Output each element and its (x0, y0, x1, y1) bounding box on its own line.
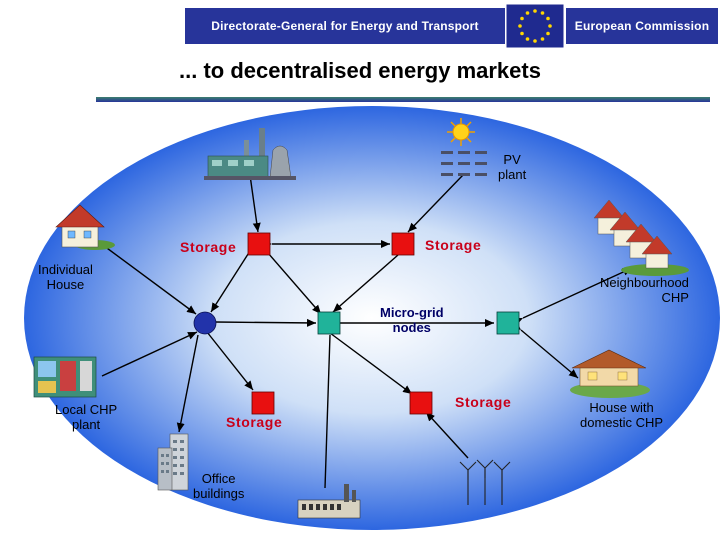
edge-micro-grid-neighbourhood (513, 267, 633, 326)
wind-turbines-icon (459, 459, 511, 505)
edge-house-hub (91, 236, 197, 315)
house-domestic-chp-label: House with domestic CHP (580, 400, 663, 430)
storage-node-bottom-right (409, 391, 433, 415)
office-buildings-label: Office buildings (193, 471, 244, 501)
factory-icon (297, 484, 361, 519)
storage-label-left: Storage (180, 239, 237, 255)
storage-node-right (391, 232, 415, 256)
title-divider (96, 97, 710, 102)
energy-network-diagram (24, 106, 720, 530)
individual-house-line-1: Individual (38, 262, 93, 277)
local-chp-plant-label: Local CHP plant (55, 402, 117, 432)
local-chp-line-1: Local CHP (55, 402, 118, 417)
edge-hub-office (176, 334, 199, 433)
edge-storage-micro-grid (259, 243, 322, 315)
storage-node-left (247, 232, 271, 256)
pv-plant-label: PV plant (498, 152, 526, 182)
office-line-2: buildings (193, 486, 245, 501)
edge-local-chp-hub (101, 331, 198, 377)
neighbourhood-chp-label: Neighbourhood CHP (600, 275, 689, 305)
house-chp-line-1: House with (589, 400, 654, 415)
edge-storage-hub (210, 241, 259, 313)
pv-plant-line-2: plant (498, 167, 527, 182)
edge-hub-storage (198, 322, 254, 391)
local-chp-plant-icon (33, 356, 97, 398)
storage-label-right: Storage (425, 237, 482, 253)
micro-grid-nodes-label: Micro-grid nodes (380, 305, 444, 335)
header-directorate: Directorate-General for Energy and Trans… (185, 8, 505, 44)
edge-storage2-micro-grid (332, 246, 408, 313)
neighbourhood-chp-line-2: CHP (661, 290, 689, 305)
individual-house-icon (55, 204, 115, 250)
storage-label-bottom-right: Storage (455, 394, 512, 410)
edge-micro-grid-house-chp (511, 321, 579, 379)
local-chp-line-2: plant (71, 417, 101, 432)
header-commission: European Commission (566, 8, 718, 44)
office-line-1: Office (201, 471, 236, 486)
micro-grid-line-1: Micro-grid (380, 305, 444, 320)
eu-flag-icon (506, 4, 564, 48)
edge-pv-storage (407, 174, 464, 233)
house-domestic-chp-icon (570, 349, 650, 398)
storage-label-bottom-left: Storage (226, 414, 283, 430)
edge-power-plant-storage (249, 174, 261, 233)
office-buildings-icon (157, 433, 189, 491)
neighbourhood-chp-line-1: Neighbourhood (600, 275, 689, 290)
power-plant-icon (204, 128, 296, 180)
sun-icon (447, 118, 475, 146)
pv-plant-line-1: PV (503, 152, 521, 167)
individual-house-line-2: House (46, 277, 85, 292)
edge-wind-storage (425, 411, 469, 459)
micro-grid-line-2: nodes (392, 320, 431, 335)
page-title: ... to decentralised energy markets (179, 58, 541, 83)
individual-house-label: Individual House (38, 262, 93, 292)
header-left-text: Directorate-General for Energy and Trans… (211, 19, 479, 33)
edge-hub-micro-grid (205, 317, 317, 327)
background-ellipse (24, 106, 720, 530)
micro-grid-node-left (317, 311, 341, 335)
pv-panels-icon (441, 151, 487, 176)
header-right-text: European Commission (574, 19, 710, 33)
micro-grid-node-right (496, 311, 520, 335)
edge-micro-grid-factory (324, 325, 335, 489)
storage-node-bottom-left (251, 391, 275, 415)
hub-node (193, 311, 217, 335)
edge-micro-grid-storage (320, 324, 413, 395)
neighbourhood-houses-icon (593, 199, 689, 276)
house-chp-line-2: domestic CHP (580, 415, 664, 430)
